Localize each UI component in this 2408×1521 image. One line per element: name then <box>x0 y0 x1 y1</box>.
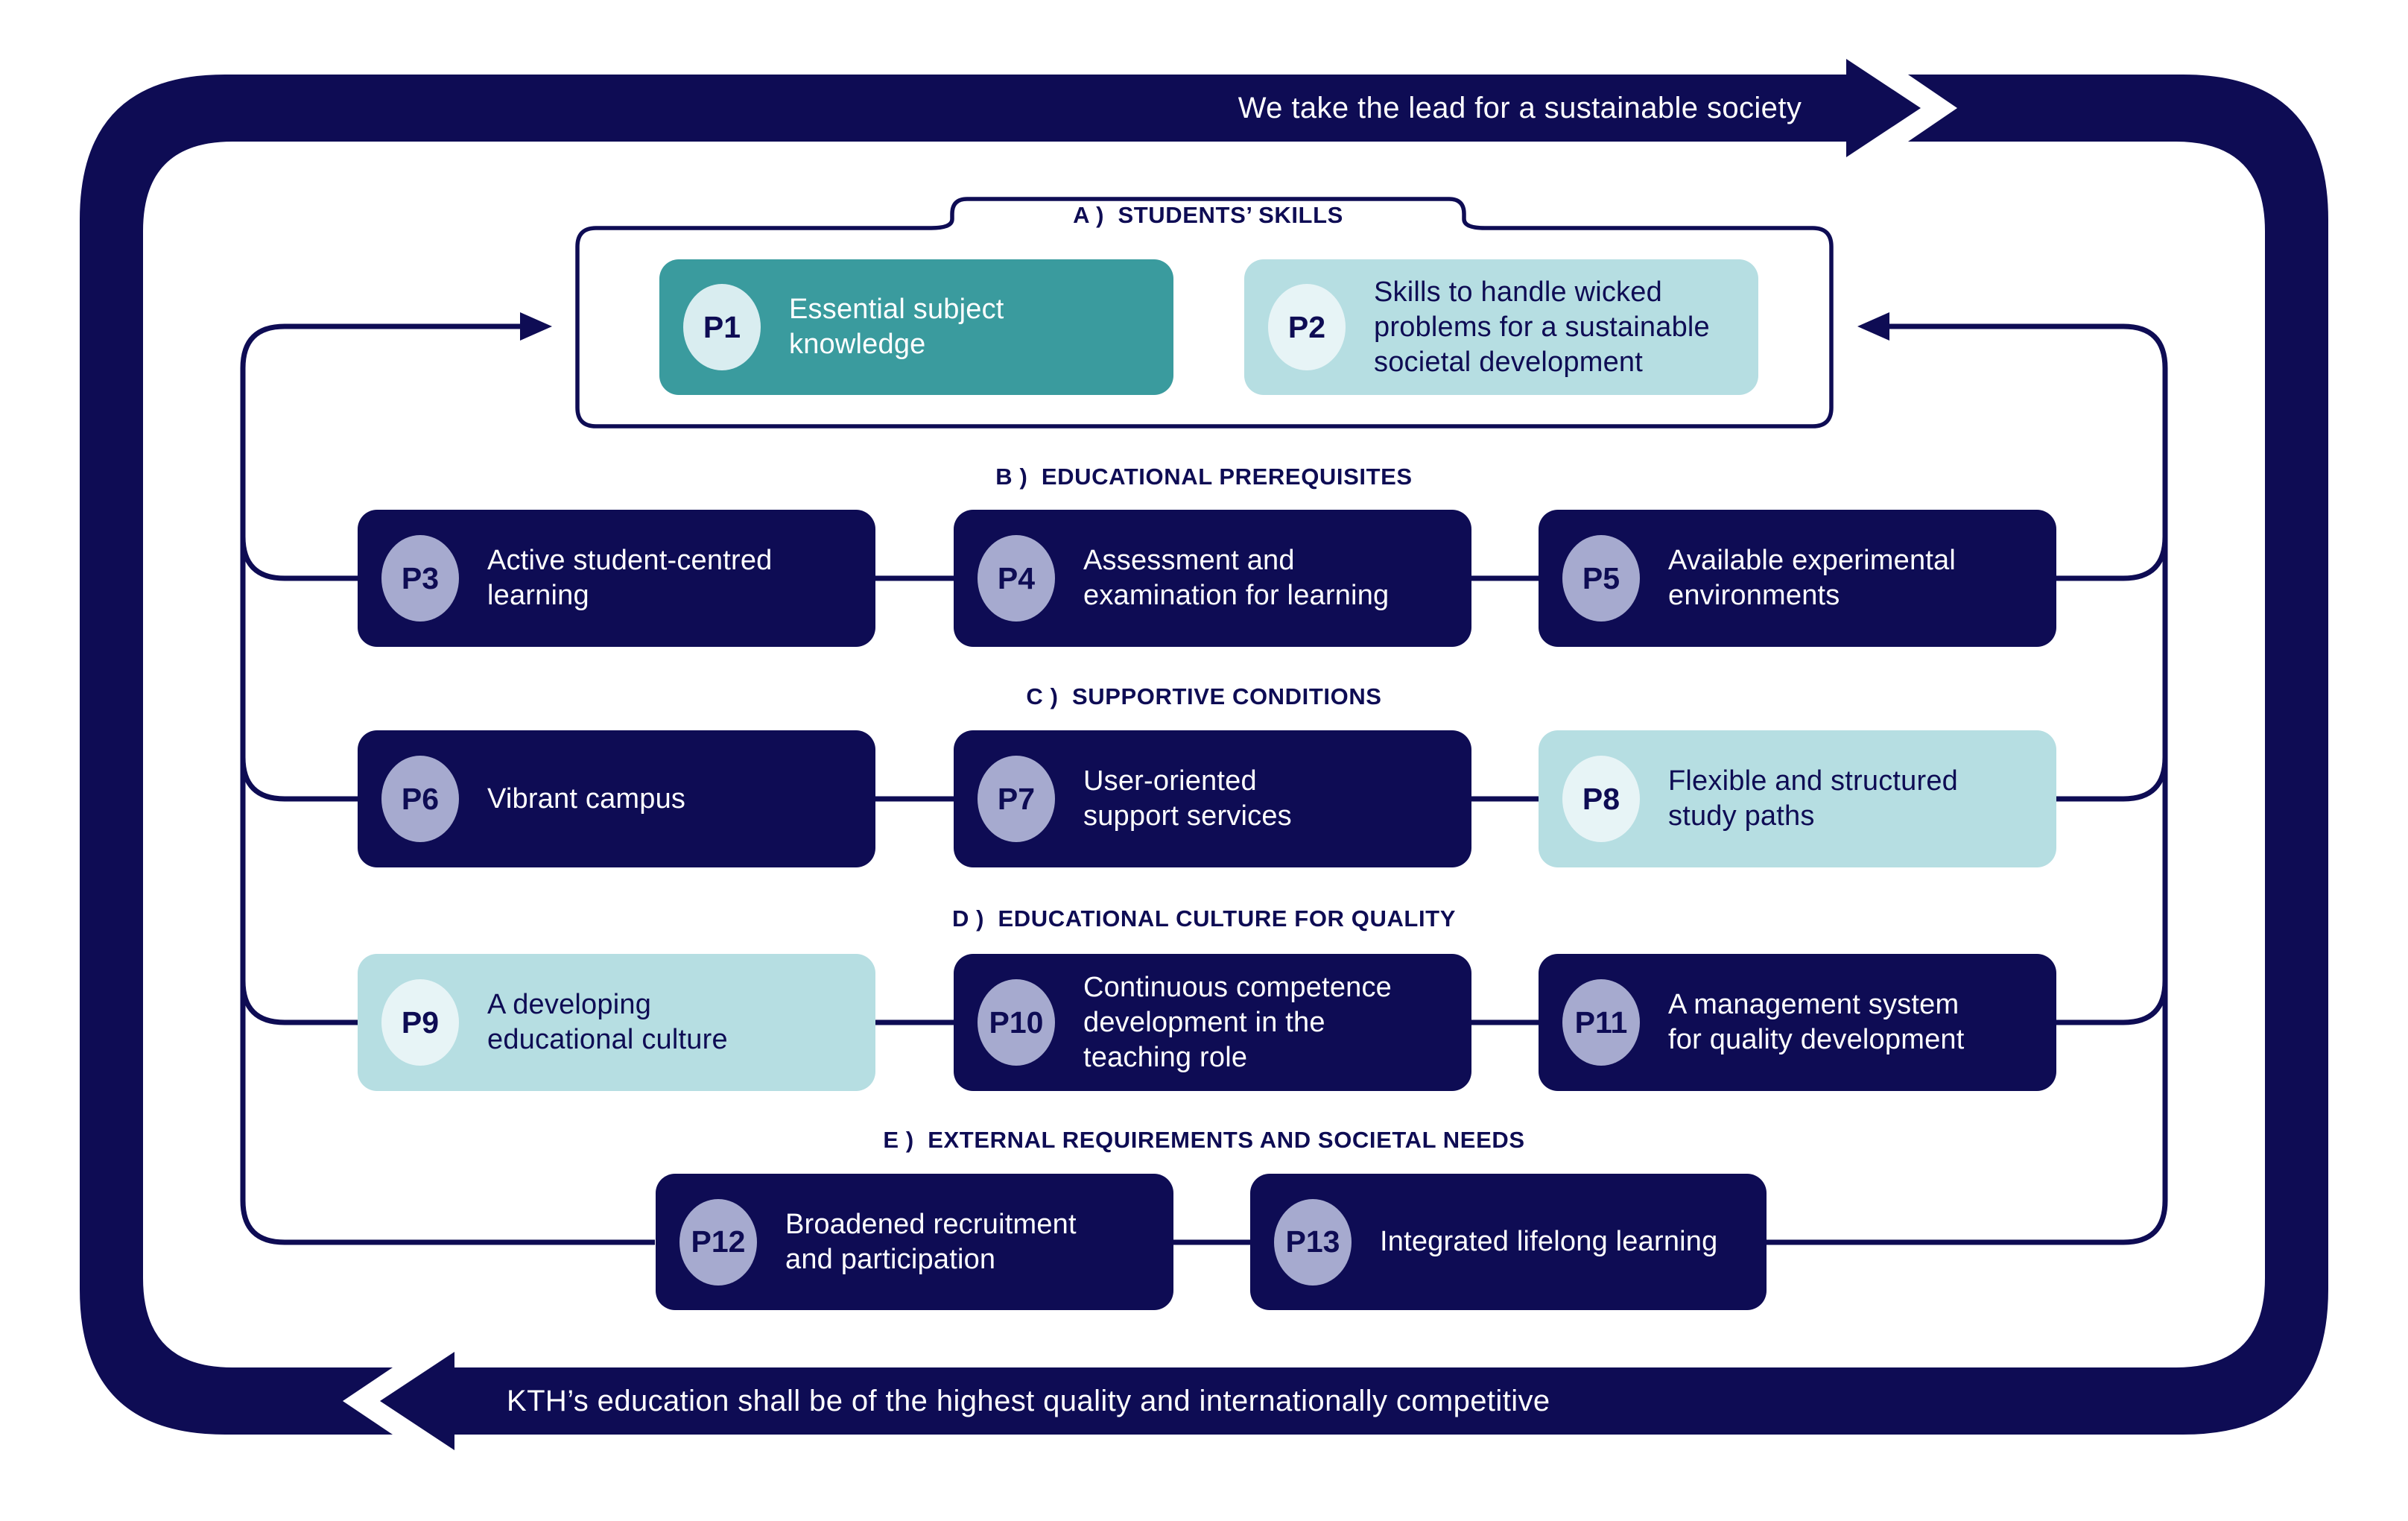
p7-title: User-oriented support services <box>1083 765 1292 832</box>
back-chevron-icon <box>380 1352 454 1450</box>
right-loop-line <box>1767 323 2168 1245</box>
p13-badge: P13 <box>1274 1198 1352 1286</box>
p13-title: Integrated lifelong learning <box>1380 1226 1718 1257</box>
top-band-label: We take the lead for a sustainable socie… <box>1238 92 1802 124</box>
priority-box-p13: P13 Integrated lifelong learning <box>1250 1174 1767 1310</box>
section-a-outline <box>575 197 1834 429</box>
priority-box-p2: P2 Skills to handle wicked problems for … <box>1244 259 1758 395</box>
priority-box-p3: P3 Active student-centred learning <box>358 510 875 647</box>
priority-box-p6: P6 Vibrant campus <box>358 730 875 867</box>
bottom-band-label: KTH’s education shall be of the highest … <box>507 1385 1550 1417</box>
section-d-label: D ) EDUCATIONAL CULTURE FOR QUALITY <box>951 905 1456 932</box>
p3-title: Active student-centred learning <box>487 545 773 611</box>
priority-box-p11: P11 A management system for quality deve… <box>1539 954 2056 1091</box>
p9-badge: P9 <box>381 979 459 1066</box>
forward-chevron-icon <box>1846 59 1921 157</box>
p7-badge: P7 <box>978 756 1055 842</box>
row-c-right-branch <box>2056 756 2168 802</box>
section-c-label: C ) SUPPORTIVE CONDITIONS <box>1026 683 1382 709</box>
p4-badge: P4 <box>978 535 1055 622</box>
priority-box-p12: P12 Broadened recruitment and participat… <box>656 1174 1173 1310</box>
section-b-label: B ) EDUCATIONAL PREREQUISITES <box>995 464 1413 490</box>
p11-badge: P11 <box>1562 979 1640 1066</box>
p3-badge: P3 <box>381 535 459 622</box>
priority-box-p10: P10 Continuous competence development in… <box>954 954 1471 1091</box>
p6-badge: P6 <box>381 756 459 842</box>
p10-badge: P10 <box>978 979 1055 1066</box>
row-c-left-branch <box>240 756 358 802</box>
priority-box-p5: P5 Available experimental environments <box>1539 510 2056 647</box>
arrow-left-icon <box>1857 312 1889 341</box>
p11-title: A management system for quality developm… <box>1668 989 1965 1055</box>
priority-box-p7: P7 User-oriented support services <box>954 730 1471 867</box>
priority-box-p9: P9 A developing educational culture <box>358 954 875 1091</box>
p5-badge: P5 <box>1562 535 1640 622</box>
row-b-left-branch <box>240 536 358 581</box>
arrow-right-icon <box>520 312 552 341</box>
p2-title: Skills to handle wicked problems for a s… <box>1374 276 1710 378</box>
p2-badge: P2 <box>1268 284 1346 370</box>
p6-title: Vibrant campus <box>487 782 686 815</box>
p12-badge: P12 <box>679 1198 757 1286</box>
priority-box-p1: P1 Essential subject knowledge <box>659 259 1173 395</box>
p8-badge: P8 <box>1562 756 1640 842</box>
row-d-right-branch <box>2056 980 2168 1025</box>
p4-title: Assessment and examination for learning <box>1083 545 1390 611</box>
priority-box-p8: P8 Flexible and structured study paths <box>1539 730 2056 867</box>
section-e-label: E ) EXTERNAL REQUIREMENTS AND SOCIETAL N… <box>883 1127 1525 1153</box>
left-loop-line <box>240 323 655 1245</box>
p9-title: A developing educational culture <box>487 989 728 1055</box>
priority-box-p4: P4 Assessment and examination for learni… <box>954 510 1471 647</box>
row-connectors <box>875 575 1539 1245</box>
p1-badge: P1 <box>683 284 761 370</box>
p8-title: Flexible and structured study paths <box>1668 765 1959 832</box>
p12-title: Broadened recruitment and participation <box>785 1208 1077 1275</box>
row-d-left-branch <box>240 980 358 1025</box>
p10-title: Continuous competence development in the… <box>1083 971 1392 1073</box>
section-a-label: A ) STUDENTS’ SKILLS <box>1073 202 1343 228</box>
p1-title: Essential subject knowledge <box>789 294 1004 360</box>
p5-title: Available experimental environments <box>1668 545 1956 611</box>
row-b-right-branch <box>2056 536 2168 581</box>
